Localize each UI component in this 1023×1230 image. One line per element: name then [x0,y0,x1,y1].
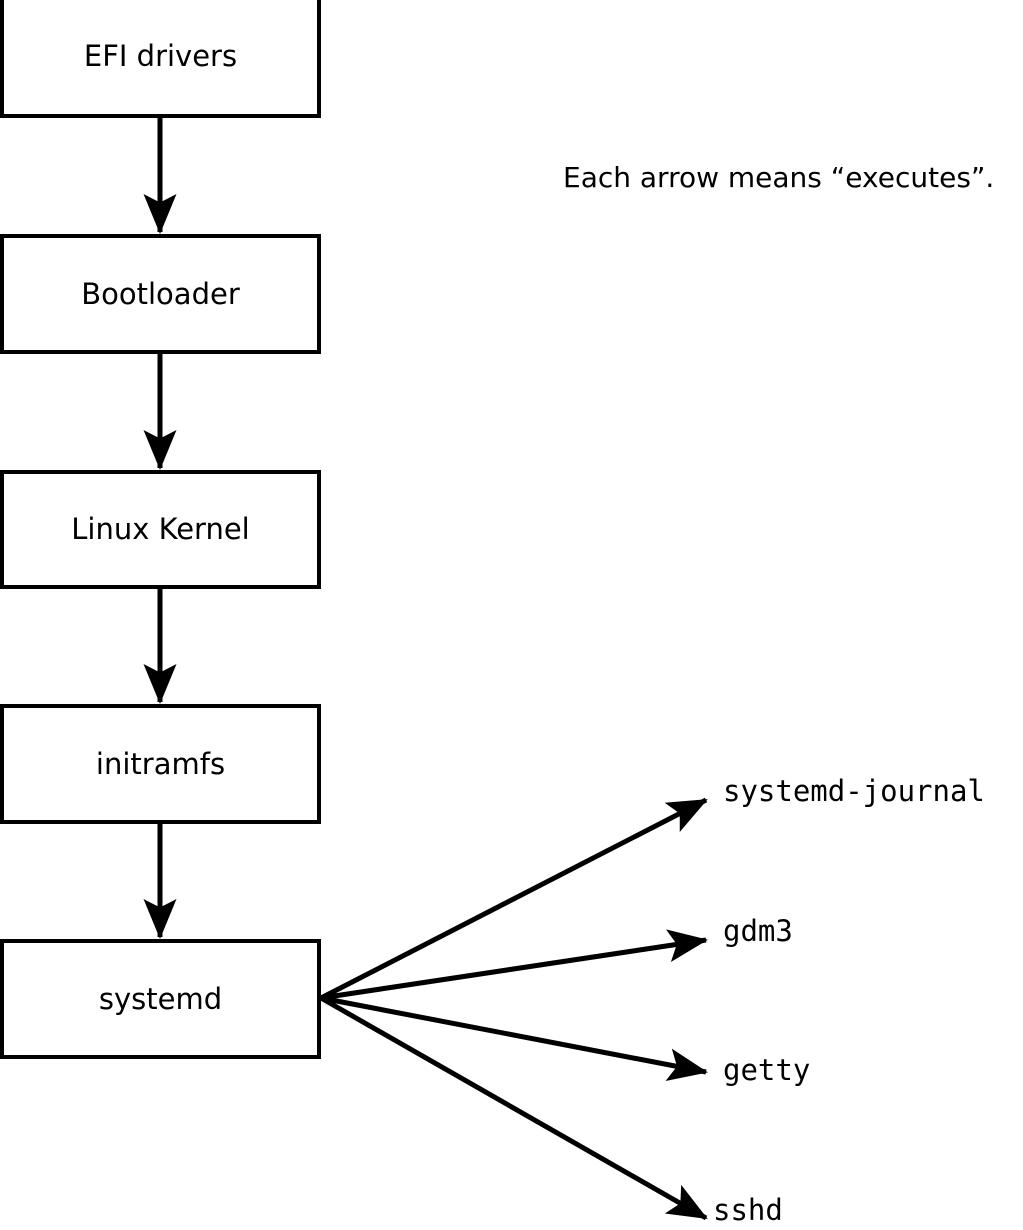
node-label-initramfs: initramfs [95,746,226,781]
arrow-systemd-to-gdm3 [320,929,708,1001]
node-box-systemd[interactable]: systemd [0,939,321,1059]
node-label-systemd: systemd [98,981,223,1016]
arrow-systemd-to-sshd [319,995,708,1221]
service-label-sshd[interactable]: sshd [713,1193,783,1227]
node-box-initramfs[interactable]: initramfs [0,704,321,824]
node-box-linux-kernel[interactable]: Linux Kernel [0,470,321,589]
service-label-gdm3[interactable]: gdm3 [723,914,793,948]
systemd-service-arrows [319,797,708,1221]
legend-note: Each arrow means “executes”. [563,161,995,194]
node-label-bootloader: Bootloader [81,276,240,311]
node-label-efi-drivers: EFI drivers [83,38,238,73]
node-box-efi-drivers[interactable]: EFI drivers [0,0,321,118]
service-label-systemd-journal[interactable]: systemd-journal [723,774,985,808]
arrow-systemd-to-systemd-journal [319,797,708,1001]
node-label-linux-kernel: Linux Kernel [71,512,250,546]
node-box-bootloader[interactable]: Bootloader [0,234,321,354]
service-label-getty[interactable]: getty [723,1053,811,1087]
arrow-systemd-to-getty [320,995,708,1082]
